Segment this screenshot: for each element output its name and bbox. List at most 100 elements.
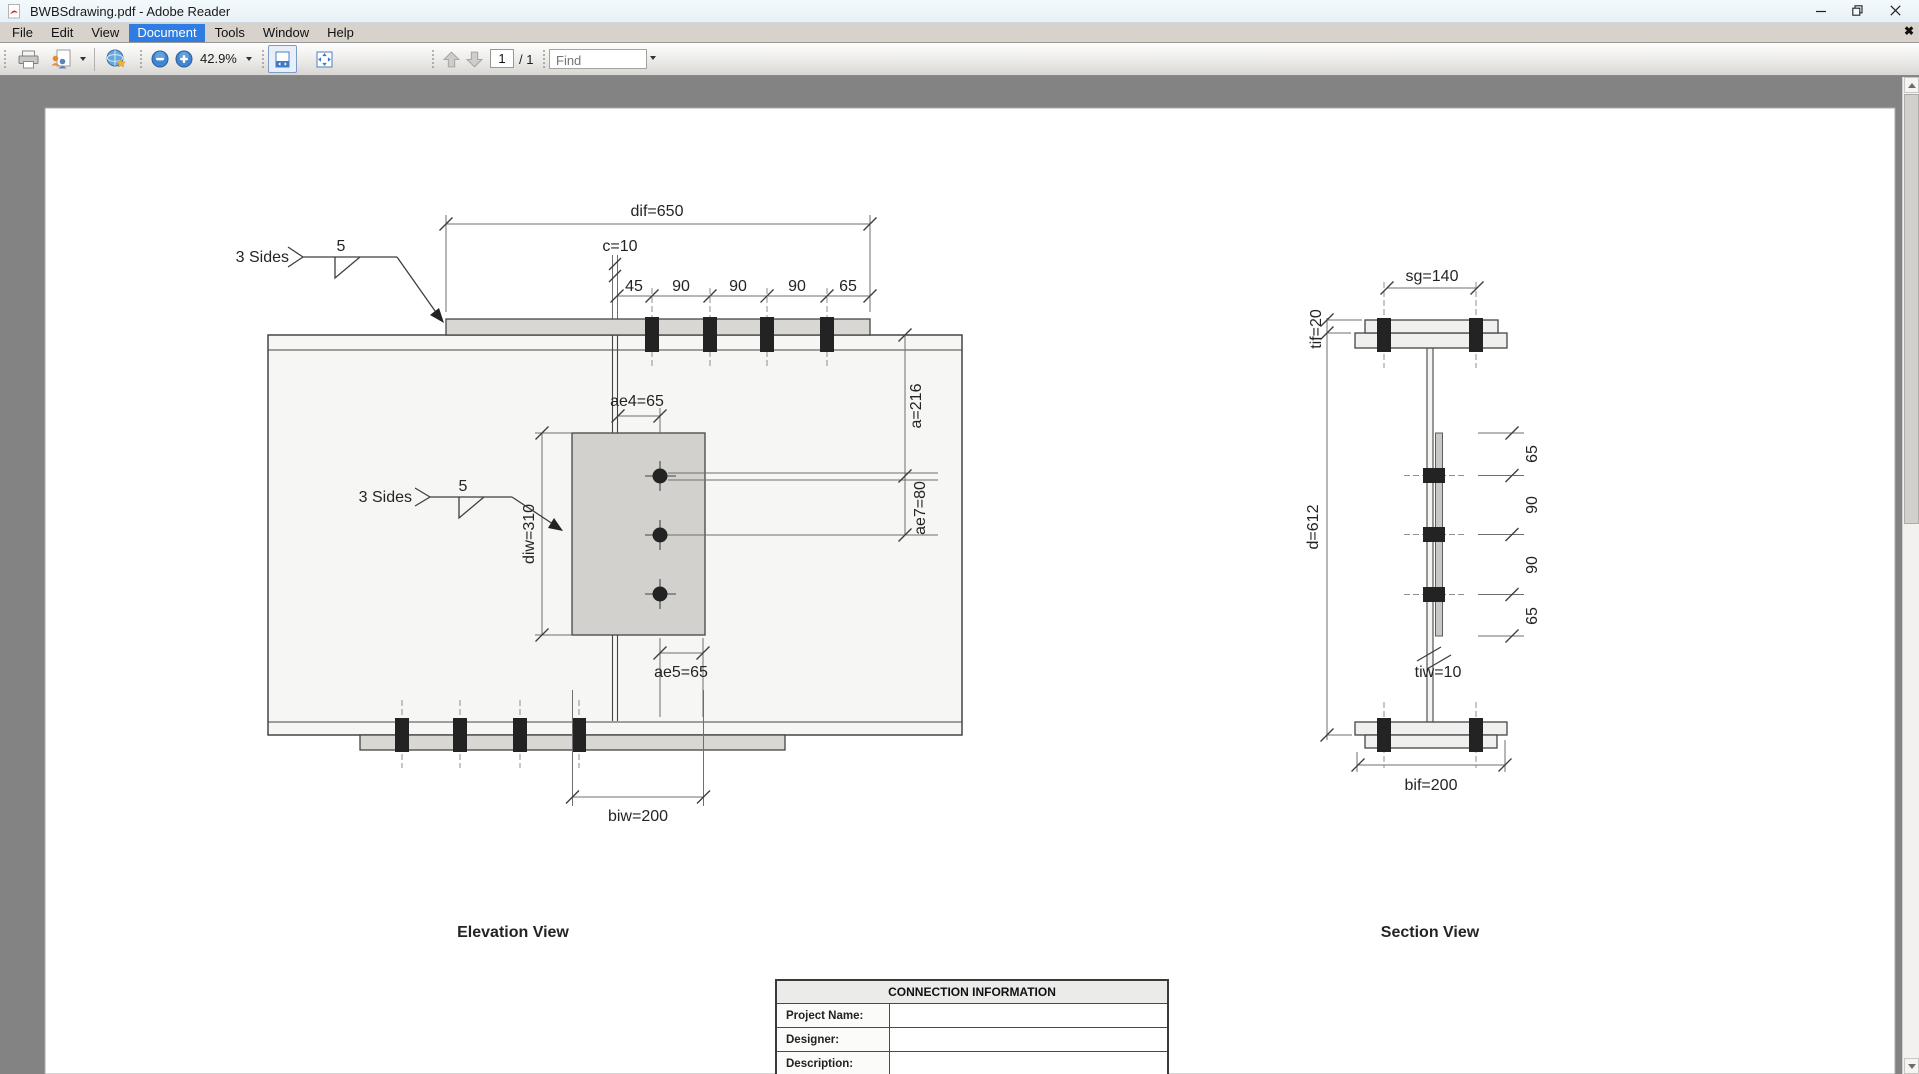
menu-help[interactable]: Help xyxy=(327,24,354,40)
bottom-cover-plate-section xyxy=(1364,734,1498,749)
zoom-out-icon xyxy=(151,50,168,68)
title-bar: BWBSdrawing.pdf - Adobe Reader xyxy=(0,0,1919,23)
dim-ae4-label: ae4=65 xyxy=(610,393,664,410)
zoom-in-icon xyxy=(175,50,192,68)
description-value[interactable] xyxy=(890,1052,1167,1074)
restore-icon xyxy=(1851,5,1863,16)
menu-edit[interactable]: Edit xyxy=(50,24,74,40)
scroll-up-button[interactable] xyxy=(1904,77,1919,93)
menu-file[interactable]: File xyxy=(12,24,33,40)
project-name-label: Project Name: xyxy=(777,1004,890,1027)
dim-a-label: a=216 xyxy=(908,383,925,428)
collaborate-dropdown-icon xyxy=(80,57,86,61)
top-flange-bolts xyxy=(645,288,834,368)
toolbar-grip[interactable] xyxy=(139,49,143,70)
find-dropdown-icon[interactable] xyxy=(650,56,656,60)
toolbar-grip[interactable] xyxy=(261,49,265,70)
dim-biw-label: biw=200 xyxy=(608,808,668,825)
find-input[interactable] xyxy=(554,51,650,69)
next-page-icon xyxy=(465,51,484,68)
connection-information-table: CONNECTION INFORMATION Project Name: Des… xyxy=(775,979,1169,1074)
top-bolts-section xyxy=(1377,282,1483,368)
scrolling-mode-button[interactable] xyxy=(268,45,297,73)
elevation-view-title: Elevation View xyxy=(457,924,569,941)
next-page-button[interactable] xyxy=(463,45,486,73)
dim-ae5-label: ae5=65 xyxy=(654,664,708,681)
dim-sp5-label: 65 xyxy=(839,278,857,295)
scroll-down-button[interactable] xyxy=(1904,1058,1919,1074)
dim-bif-label: bif=200 xyxy=(1405,777,1458,794)
printer-icon xyxy=(18,50,38,68)
scroll-down-icon xyxy=(1907,1063,1916,1069)
menu-bar: File Edit View Document Tools Window Hel… xyxy=(0,23,1919,43)
dim-r4-label: 65 xyxy=(1524,607,1541,625)
zoom-in-button[interactable] xyxy=(172,45,195,73)
web-bolts xyxy=(645,461,676,609)
close-button[interactable] xyxy=(1879,0,1911,21)
fit-page-button[interactable] xyxy=(308,45,340,73)
weld-side-label: 3 Sides xyxy=(359,489,412,506)
previous-page-icon xyxy=(442,50,461,67)
weld-top-label: 3 Sides xyxy=(236,249,289,266)
toolbar-grip[interactable] xyxy=(3,49,7,70)
find-box xyxy=(549,49,650,69)
designer-label: Designer: xyxy=(777,1028,890,1051)
pdf-file-icon xyxy=(8,3,20,18)
elevation-view: dif=650 c=10 45 90 90 90 65 a=216 ae7=80… xyxy=(236,203,963,941)
dim-r3-label: 90 xyxy=(1524,556,1541,574)
restore-button[interactable] xyxy=(1841,0,1873,21)
close-icon xyxy=(1889,5,1901,16)
dim-sp1-label: 45 xyxy=(625,278,643,295)
dim-sg-label: sg=140 xyxy=(1406,268,1459,285)
menu-tools[interactable]: Tools xyxy=(214,24,245,40)
window-title: BWBSdrawing.pdf - Adobe Reader xyxy=(30,3,231,19)
dim-d-label: d=612 xyxy=(1305,504,1322,549)
scrollbar-thumb[interactable] xyxy=(1904,94,1919,524)
dim-c-label: c=10 xyxy=(602,238,637,255)
share-web-button[interactable] xyxy=(100,45,132,73)
toolbar-grip[interactable] xyxy=(431,49,435,70)
weld-top-size: 5 xyxy=(337,238,346,255)
previous-page-button[interactable] xyxy=(440,45,463,73)
globe-star-icon xyxy=(106,49,126,67)
section-view: sg=140 tif=20 d=612 65 90 90 65 xyxy=(1305,268,1541,941)
collaborate-icon xyxy=(51,49,71,69)
dim-sp3-label: 90 xyxy=(729,278,747,295)
minimize-icon xyxy=(1816,10,1826,12)
bottom-flange-bolts xyxy=(395,700,586,768)
page-total-label: / 1 xyxy=(519,52,534,67)
document-close-icon[interactable]: ✖ xyxy=(1903,24,1914,38)
menu-view[interactable]: View xyxy=(91,24,120,40)
zoom-level-value[interactable]: 42.9% xyxy=(200,51,237,66)
project-name-value[interactable] xyxy=(890,1004,1167,1027)
print-button[interactable] xyxy=(12,45,44,73)
dim-sp2-label: 90 xyxy=(672,278,690,295)
zoom-out-button[interactable] xyxy=(148,45,171,73)
weld-symbol-web: 3 Sides 5 xyxy=(359,478,563,531)
fit-page-icon xyxy=(316,51,332,67)
menu-window[interactable]: Window xyxy=(262,24,310,40)
dim-tiw-label: tiw=10 xyxy=(1415,664,1462,681)
dim-dif-label: dif=650 xyxy=(631,203,684,220)
web-bolts-section xyxy=(1404,468,1464,602)
vertical-scrollbar[interactable] xyxy=(1902,77,1919,1074)
toolbar-separator xyxy=(94,48,95,71)
dim-sp4-label: 90 xyxy=(788,278,806,295)
minimize-button[interactable] xyxy=(1805,0,1837,21)
table-row: Description: xyxy=(777,1052,1167,1074)
dim-tif-label: tif=20 xyxy=(1308,309,1325,349)
collaborate-button[interactable] xyxy=(47,45,89,73)
menu-document[interactable]: Document xyxy=(129,23,205,42)
toolbar-grip[interactable] xyxy=(542,49,546,70)
section-view-title: Section View xyxy=(1381,924,1480,941)
dim-diw-label: diw=310 xyxy=(521,504,538,564)
table-row: Designer: xyxy=(777,1028,1167,1052)
web-plate xyxy=(571,432,706,636)
designer-value[interactable] xyxy=(890,1028,1167,1051)
toolbar: 42.9% xyxy=(0,43,1919,76)
page-number-input[interactable] xyxy=(490,49,514,68)
zoom-dropdown-icon[interactable] xyxy=(246,57,252,61)
top-cover-plate-section xyxy=(1364,319,1499,334)
